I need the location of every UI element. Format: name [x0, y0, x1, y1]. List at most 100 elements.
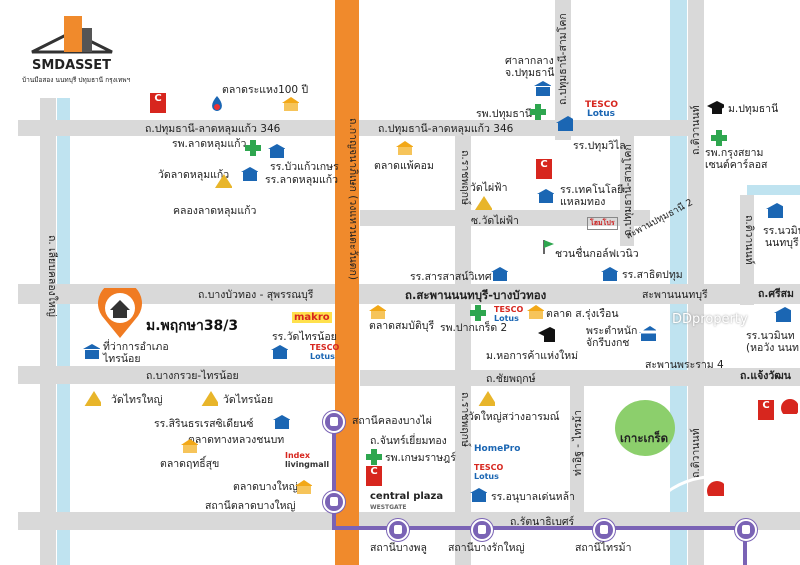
mini-c-icon: C	[150, 93, 166, 113]
label-rr-ladlum: รร.ลาดหลุมแก้ว	[265, 174, 339, 186]
label-wat-ladlum: วัดลาดหลุมแก้ว	[158, 169, 230, 181]
label-salaklang2: จ.ปทุมธานี	[505, 67, 555, 79]
road-tiwanon	[688, 0, 704, 565]
market-icon-pakkhom	[396, 141, 413, 155]
temple-icon-sainoi-yai	[84, 391, 101, 406]
label-tiwanon: ถ.ติวานนท์	[690, 105, 702, 155]
label-rr-buakaew: รร.บัวแก้วเกษร	[270, 161, 339, 173]
road-kanchana	[335, 0, 359, 565]
big-c-icon-2: C	[366, 466, 382, 486]
label-rp-pathum: รพ.ปทุมธานี	[476, 108, 532, 120]
label-palace: พระตำหนัก	[586, 325, 638, 337]
station-bang-phlu[interactable]	[387, 519, 409, 541]
label-bangbuathong: ถ.บางบัวทอง - สุพรรณบุรี	[198, 289, 314, 301]
label-amphoe2: ไทรน้อย	[103, 353, 141, 365]
khlong-left	[57, 98, 70, 565]
label-bangkruai: ถ.บางกรวย-ไทรน้อย	[146, 370, 239, 382]
station-talad-bang-yai[interactable]	[323, 491, 345, 513]
label-rr-watsainoi: รร.วัดไทรน้อย	[272, 331, 337, 343]
station-bang-rak-yai[interactable]	[471, 519, 493, 541]
hospital-icon-bkk	[711, 130, 727, 146]
university-icon-pathum	[707, 101, 724, 114]
road-bangbuathong	[18, 284, 800, 304]
label-saphan-nb2: สะพานนนทบุรี	[642, 289, 708, 301]
makro-logo: makro	[292, 312, 332, 323]
label-tiwanon-lower: ถ.ติวานนท์	[690, 428, 702, 478]
university-icon-hokankha	[538, 327, 555, 342]
label-st-sairma: สถานีไทรม้า	[575, 542, 632, 554]
golf-icon	[543, 240, 554, 254]
label-golf: ชวนชื่นกอล์ฟเวนิว	[555, 248, 639, 260]
label-rr-sarasas: รร.สารสาสน์วิเทศ	[410, 271, 492, 283]
label-rp-bkk: รพ.กรุงสยาม	[705, 147, 764, 159]
label-chan-riem: ถ.จันทร์เยี่ยมทอง	[370, 435, 447, 447]
market-icon-bangyai	[295, 480, 312, 494]
tesco-logo-top: TESCO	[585, 100, 619, 110]
label-palace2: จักรีบงกช	[586, 337, 630, 349]
label-rr-satit: รร.สาธิตปทุม	[622, 269, 683, 281]
label-salaklang: ศาลากลาง	[505, 55, 554, 67]
road-bangkruai	[18, 366, 348, 384]
label-rr-anuban: รร.อนุบาลเด่นหล้า	[491, 491, 575, 503]
big-c-icon-3: C	[758, 400, 774, 420]
school-icon-navamin2	[774, 307, 791, 322]
homepro-small-icon: โฮมโปร	[587, 217, 618, 230]
label-st-bangrakyai: สถานีบางรักใหญ่	[448, 542, 525, 554]
label-talad-thang: ตลาดทางหลวงชนบท	[188, 434, 285, 446]
label-talad-pakkhom: ตลาดแพ้คอม	[374, 160, 434, 172]
temple-icon-ladlum	[215, 174, 232, 188]
temple-icon-sainoi	[201, 391, 218, 406]
central-logo-icon-right	[781, 399, 798, 414]
koh-kret-island	[615, 400, 675, 456]
label-rr-navamin: รร.นวมินท	[763, 225, 800, 237]
station-sai-ma[interactable]	[593, 519, 615, 541]
label-rr-sirin: รร.สิรินธรเรสซิเดียนซ์	[154, 418, 254, 430]
brand-logo: SMDASSET บ้านมือสอง นนทบุรี ปทุมธานี กรุ…	[22, 10, 130, 85]
label-kanchana: ถ.กาญจนาภิเษก (วงแหวนตะวันตก)	[347, 118, 359, 280]
label-wat-sainoi: วัดไทรน้อย	[223, 394, 274, 406]
label-rp-kasem: รพ.เกษมราษฎร์	[385, 452, 456, 464]
target-pin[interactable]	[96, 281, 144, 340]
label-st-bangphlu: สถานีบางพลู	[370, 542, 427, 554]
label-pathum-samkhok-2: ถ.ปทุมธานี-สามโคก	[622, 144, 634, 236]
ddproperty-text: DDproperty	[672, 312, 748, 327]
temple-icon-yai-sawang	[478, 391, 495, 406]
label-amphoe: ที่ว่าการอำเภอ	[103, 341, 169, 353]
label-s-watphaifa: ซ.วัดไผ่ฟ้า	[471, 215, 519, 227]
ddproperty-logo-icon	[640, 306, 668, 334]
station-end[interactable]	[735, 519, 757, 541]
market-icon-thang	[181, 439, 198, 453]
lotus-logo-top: Lotus	[587, 109, 615, 119]
label-wat-yai-sawang: วัดใหญ่สว่างอารมณ์	[468, 411, 560, 423]
label-rp-pakkret2: รพ.ปากเกร็ด 2	[440, 322, 508, 334]
hospital-icon-kasem	[366, 449, 382, 465]
label-wat-sainoi-yai: วัดไทรใหญ่	[111, 394, 163, 406]
station-khlong-bang-phai[interactable]	[323, 411, 345, 433]
road-liab-khlong	[40, 98, 56, 565]
government-icon-salaklang	[534, 81, 551, 96]
label-chaeng: ถ.แจ้งวัฒน	[740, 370, 791, 382]
homepro-logo: HomePro	[474, 444, 521, 454]
school-icon-ladlum	[241, 167, 258, 181]
label-rp-bkk2: เซนต์คาร์ลอส	[705, 159, 768, 171]
target-label: ม.พฤกษา38/3	[146, 318, 239, 334]
school-icon-navamin	[766, 203, 783, 218]
label-tha-it: ท่าอิฐ - ไทรม้า	[572, 409, 584, 476]
khlong-right	[747, 185, 800, 195]
label-346-right: ถ.ปทุมธานี-ลาดหลุมแก้ว 346	[378, 123, 514, 135]
brand-name: SMDASSET	[32, 58, 112, 73]
school-icon-anuban	[470, 488, 487, 502]
label-phra-ram4: สะพานพระราม 4	[645, 359, 724, 371]
school-icon-tech	[537, 189, 554, 203]
label-346-left: ถ.ปทุมธานี-ลาดหลุมแก้ว 346	[145, 123, 281, 135]
label-klong: คลองลาดหลุมแก้ว	[173, 205, 257, 217]
label-saphan-nb: ถ.สะพานนนทบุรี-บางบัวทอง	[405, 288, 547, 302]
label-tiwanon-right: ถ.ติวานนท์	[743, 215, 755, 265]
